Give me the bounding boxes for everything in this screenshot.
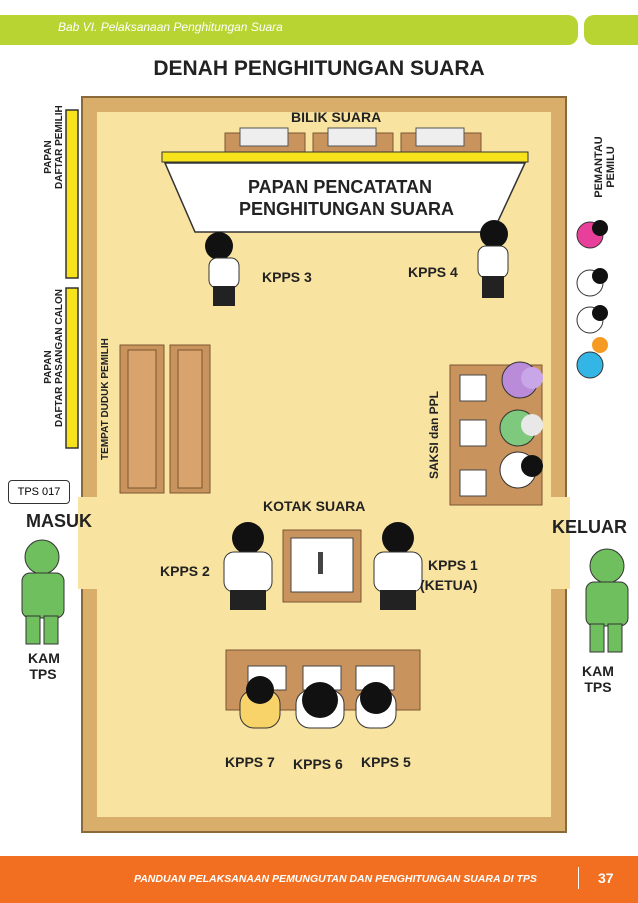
kpps1-figure xyxy=(373,522,423,610)
kpps7-figure xyxy=(239,676,281,729)
entrance-doorway xyxy=(78,497,100,589)
kam-left-line1: KAM xyxy=(28,650,60,666)
header-bar xyxy=(0,15,578,45)
kotak-suara-label: KOTAK SUARA xyxy=(263,498,366,514)
kpps4-label: KPPS 4 xyxy=(408,264,458,280)
page-title: DENAH PENGHITUNGAN SUARA xyxy=(153,57,485,80)
kpps5-label: KPPS 5 xyxy=(361,754,411,770)
tempat-duduk-label: TEMPAT DUDUK PEMILIH xyxy=(100,338,111,460)
guard-left-figure xyxy=(21,539,65,645)
footer-title: PANDUAN PELAKSANAAN PEMUNGUTAN DAN PENGH… xyxy=(134,873,537,885)
kpps3-figure xyxy=(205,232,240,306)
counting-board-panel xyxy=(163,162,527,233)
exit-doorway xyxy=(548,497,570,589)
observer-figures xyxy=(576,220,608,379)
guard-right-figure xyxy=(585,548,629,653)
kpps7-label: KPPS 7 xyxy=(225,754,275,770)
tps-number-box: TPS 017 xyxy=(8,480,70,504)
papan-daftar-pemilih-board xyxy=(65,109,79,279)
kpps2-figure xyxy=(223,522,273,610)
kpps1-label-line1: KPPS 1 xyxy=(428,557,478,573)
kpps5-figure xyxy=(355,682,397,729)
kpps3-label: KPPS 3 xyxy=(262,269,312,285)
header-tab xyxy=(584,15,638,45)
kam-left-line2: TPS xyxy=(29,666,57,682)
papan-daftar-pemilih-label: PAPAN DAFTAR PEMILIH xyxy=(43,105,65,189)
saksi-ppl-label: SAKSI dan PPL xyxy=(427,391,441,480)
keluar-label: KELUAR xyxy=(552,517,627,537)
papan-pencatatan-line1: PAPAN PENCATATAN xyxy=(248,177,432,197)
counting-board-top xyxy=(161,151,529,163)
kpps2-label: KPPS 2 xyxy=(160,563,210,579)
masuk-label: MASUK xyxy=(26,511,92,531)
kam-right-line1: KAM xyxy=(582,663,614,679)
kam-right-line2: TPS xyxy=(584,679,612,695)
footer-divider xyxy=(578,867,579,889)
kpps6-figure xyxy=(295,682,345,729)
papan-pasangan-calon-board xyxy=(65,287,79,449)
pemantau-label: PEMANTAU PEMILU xyxy=(593,136,617,198)
kpps4-figure xyxy=(477,220,509,298)
bilik-suara-label: BILIK SUARA xyxy=(291,109,382,125)
chapter-title: Bab VI. Pelaksanaan Penghitungan Suara xyxy=(58,20,283,34)
kpps6-label: KPPS 6 xyxy=(293,756,343,772)
witness-figures xyxy=(499,361,543,489)
page-number: 37 xyxy=(598,870,614,886)
footer-bar xyxy=(0,856,638,903)
papan-pasangan-calon-label: PAPAN DAFTAR PASANGAN CALON xyxy=(43,289,65,427)
kpps1-label-line2: (KETUA) xyxy=(420,577,478,593)
papan-pencatatan-line2: PENGHITUNGAN SUARA xyxy=(239,199,455,219)
voter-benches xyxy=(119,344,211,494)
voting-booths xyxy=(224,127,482,156)
